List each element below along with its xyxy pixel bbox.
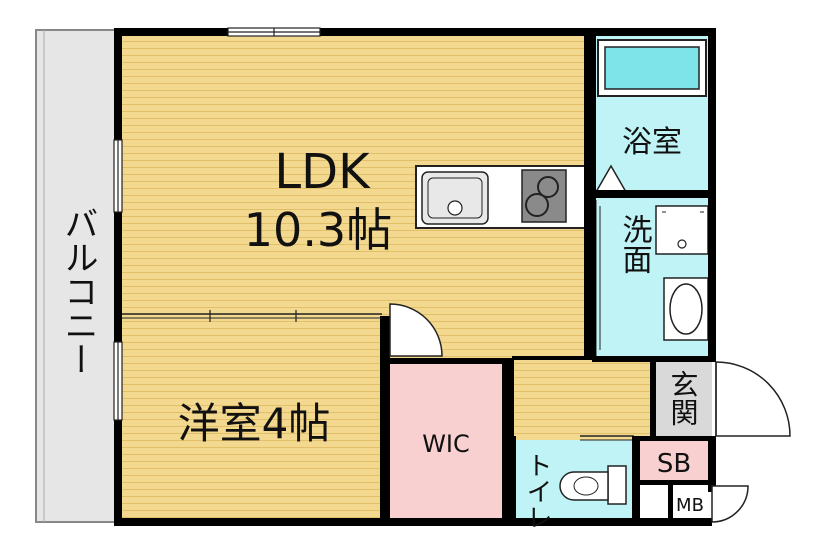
- ldk-size-label: 10.3帖: [244, 203, 392, 257]
- wic-floor: [388, 362, 502, 522]
- wic-door: [389, 303, 443, 357]
- western-room-floor: [118, 316, 388, 522]
- wic-label: WIC: [422, 430, 470, 458]
- entrance-floor: [654, 362, 712, 440]
- meter-box-floor: [672, 484, 712, 522]
- washing-machine-pan: [655, 205, 709, 255]
- kitchen-counter: [415, 165, 587, 229]
- balcony: [35, 29, 119, 523]
- toilet-label: トイレ: [522, 452, 552, 530]
- bathtub: [597, 39, 707, 97]
- bathroom-label: 浴室: [622, 125, 682, 160]
- walls: [114, 28, 716, 526]
- balcony-label: バルコニー: [58, 206, 98, 376]
- sink: [421, 171, 489, 225]
- windows: [113, 27, 321, 421]
- toilet-door: [580, 435, 634, 441]
- entrance-label: 玄関: [667, 370, 700, 426]
- meter-box-door: [711, 485, 749, 523]
- shoe-box-floor: [636, 440, 712, 484]
- toilet: [559, 465, 627, 505]
- shoe-box-label: SB: [657, 449, 691, 479]
- washroom-label: 洗面: [617, 214, 652, 274]
- meter-box-label: MB: [676, 495, 704, 516]
- sliding-partition: [122, 310, 382, 322]
- western-room-label: 洋室4帖: [178, 399, 331, 448]
- stove: [521, 169, 567, 223]
- hall-floor: [512, 360, 654, 440]
- wash-basin: [663, 277, 709, 341]
- ldk-label: LDK: [274, 144, 371, 200]
- entrance-door: [715, 361, 791, 437]
